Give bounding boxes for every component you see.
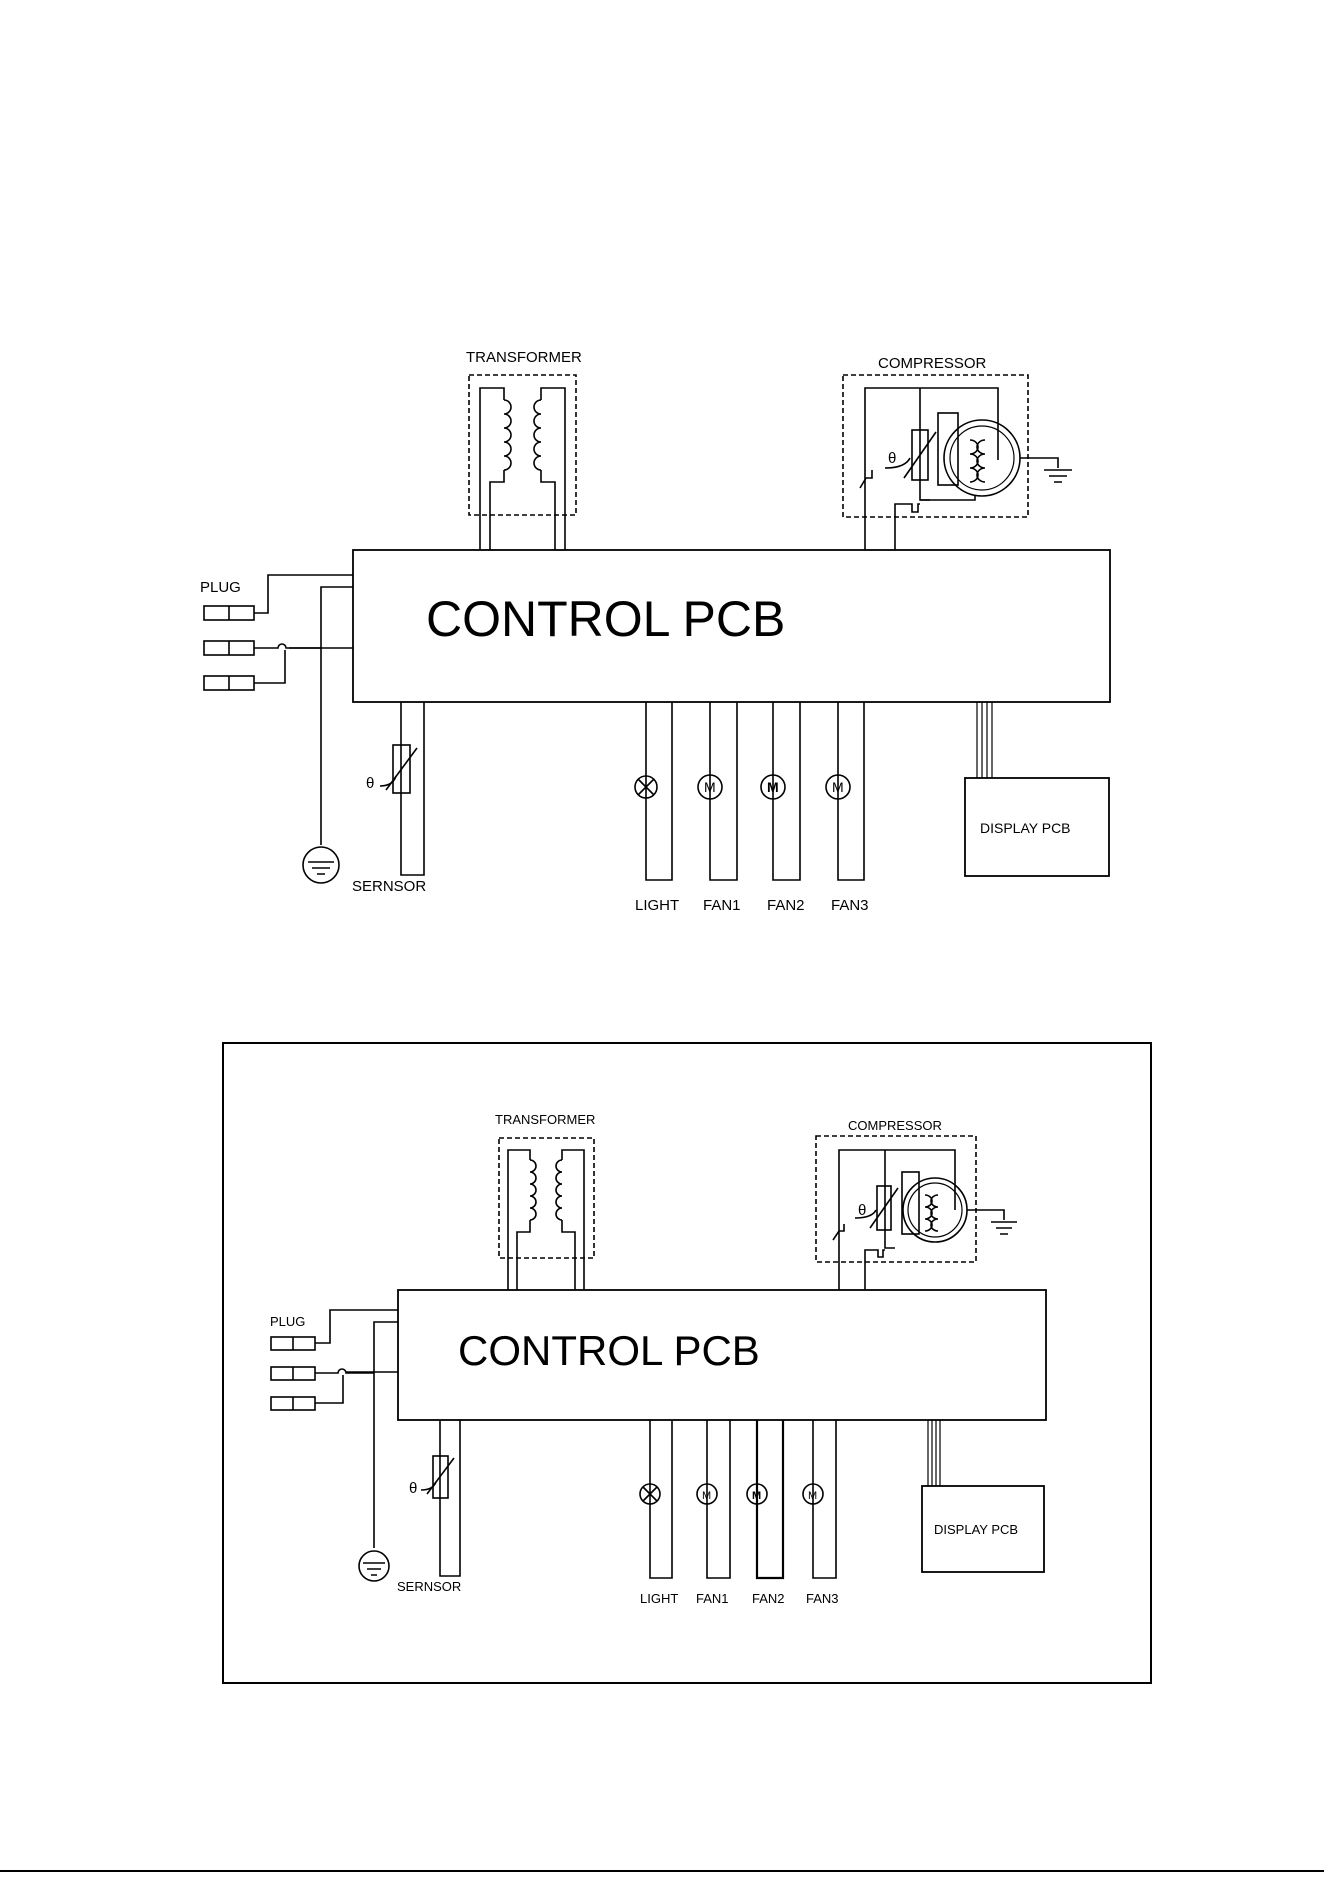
plug-line-wire: [254, 575, 353, 613]
fan3-motor-symbol-2: M: [808, 1490, 817, 1502]
display-ribbon-cable-2: [928, 1420, 940, 1486]
plug-neutral-wire: [254, 587, 353, 648]
display-pcb-block: DISPLAY PCB: [965, 702, 1109, 876]
fan1-block-2: M FAN1: [696, 1420, 730, 1606]
transformer-label-2: TRANSFORMER: [495, 1112, 595, 1127]
compressor-label: COMPRESSOR: [878, 355, 987, 372]
fan3-label-2: FAN3: [806, 1591, 839, 1606]
sensor-block-2: θ SERNSOR: [397, 1420, 461, 1594]
compressor-ground-wire: [1020, 458, 1058, 468]
plug-block: PLUG: [200, 575, 353, 883]
compressor-motor-icon-2: [903, 1178, 967, 1242]
compressor-enclosure-2: [816, 1136, 976, 1262]
compressor-feed-wire-2: [839, 1150, 955, 1290]
fan3-label: FAN3: [831, 897, 869, 914]
transformer-enclosure: [469, 375, 576, 515]
plug-block-2: PLUG: [270, 1310, 398, 1581]
transformer-enclosure-2: [499, 1138, 594, 1258]
display-ribbon-cable: [977, 702, 992, 778]
fan1-motor-symbol: M: [704, 779, 716, 795]
transformer-secondary-wire-right: [541, 388, 565, 550]
compressor-theta-symbol: θ: [888, 450, 896, 467]
wiring-diagram-bottom: TRANSFORMER COMPRESSOR θ: [223, 1043, 1151, 1683]
compressor-return-link: [920, 496, 975, 500]
light-label-2: LIGHT: [640, 1591, 678, 1606]
control-pcb-label: CONTROL PCB: [426, 591, 785, 647]
transformer-label: TRANSFORMER: [466, 349, 582, 366]
fan3-block: M FAN3: [826, 702, 869, 914]
transformer-secondary-wire-2b: [562, 1220, 575, 1290]
earth-ground-icon-2: [359, 1551, 389, 1581]
fan2-motor-symbol-2: M: [752, 1490, 761, 1502]
transformer-primary-wire-2a: [508, 1150, 530, 1290]
light-block: LIGHT: [635, 702, 679, 914]
fan3-motor-symbol: M: [832, 779, 844, 795]
light-label: LIGHT: [635, 897, 679, 914]
compressor-block: COMPRESSOR θ: [843, 355, 1072, 550]
fan2-motor-symbol: M: [767, 779, 779, 795]
earth-ground-lines: [308, 862, 334, 874]
display-pcb-label-2: DISPLAY PCB: [934, 1522, 1018, 1537]
fan1-label-2: FAN1: [696, 1591, 729, 1606]
display-pcb-label: DISPLAY PCB: [980, 820, 1071, 836]
sensor-theta-symbol-2: θ: [409, 1480, 417, 1497]
fan1-motor-symbol-2: M: [702, 1490, 711, 1502]
fan2-block: M FAN2: [761, 702, 805, 914]
sensor-label-2: SERNSOR: [397, 1579, 461, 1594]
compressor-theta-symbol-2: θ: [858, 1202, 866, 1219]
transformer-secondary-wire-2a: [562, 1150, 584, 1290]
compressor-ground-icon: [1044, 470, 1072, 482]
fan1-label: FAN1: [703, 897, 741, 914]
light-wire-loop-2: [650, 1420, 672, 1578]
sensor-theta-symbol: θ: [366, 775, 374, 792]
sensor-label: SERNSOR: [352, 878, 426, 895]
compressor-enclosure: [843, 375, 1028, 517]
compressor-motor-inner-icon: [950, 426, 1014, 490]
plug-label-2: PLUG: [270, 1314, 305, 1329]
transformer-primary-coil-icon: [504, 400, 511, 470]
transformer-secondary-coil-icon-2: [556, 1160, 562, 1220]
transformer-primary-wire-right: [490, 470, 504, 550]
transformer-primary-wire-left: [480, 388, 504, 550]
compressor-label-2: COMPRESSOR: [848, 1118, 942, 1133]
fan2-label-2: FAN2: [752, 1591, 785, 1606]
plug-earth-wire: [254, 648, 353, 683]
compressor-motor-icon: [944, 420, 1020, 496]
overload-protector-icon: [860, 470, 872, 488]
fan2-block-2: M FAN2: [747, 1420, 785, 1606]
transformer-block-2: TRANSFORMER: [495, 1112, 595, 1290]
wiring-diagram-top: TRANSFORMER COMPRESSOR θ: [200, 349, 1110, 914]
compressor-return-wire-2: [865, 1250, 885, 1290]
compressor-ground-icon-2: [991, 1222, 1017, 1234]
plug-earth-wire-2: [315, 1372, 398, 1403]
fan3-block-2: M FAN3: [803, 1420, 839, 1606]
compressor-ground-wire-2: [967, 1210, 1004, 1220]
compressor-feed-wire: [865, 388, 998, 550]
control-pcb-label-2: CONTROL PCB: [458, 1327, 760, 1374]
transformer-primary-wire-2b: [517, 1220, 530, 1290]
transformer-secondary-coil-icon: [534, 400, 541, 470]
fan1-block: M FAN1: [698, 702, 741, 914]
transformer-block: TRANSFORMER: [466, 349, 582, 550]
fan2-label: FAN2: [767, 897, 805, 914]
plug-neutral-wire-2: [315, 1322, 398, 1373]
compressor-return-wire: [895, 504, 920, 550]
plug-line-wire-2: [315, 1310, 398, 1343]
transformer-secondary-wire-left: [541, 470, 555, 550]
transformer-primary-coil-icon-2: [530, 1160, 536, 1220]
compressor-block-2: COMPRESSOR θ: [816, 1118, 1017, 1290]
display-pcb-block-2: DISPLAY PCB: [922, 1420, 1044, 1572]
light-block-2: LIGHT: [640, 1420, 678, 1606]
plug-label: PLUG: [200, 579, 241, 596]
sensor-wire-loop: [401, 702, 424, 875]
sensor-block: θ SERNSOR: [352, 702, 426, 895]
earth-ground-icon: [303, 847, 339, 883]
